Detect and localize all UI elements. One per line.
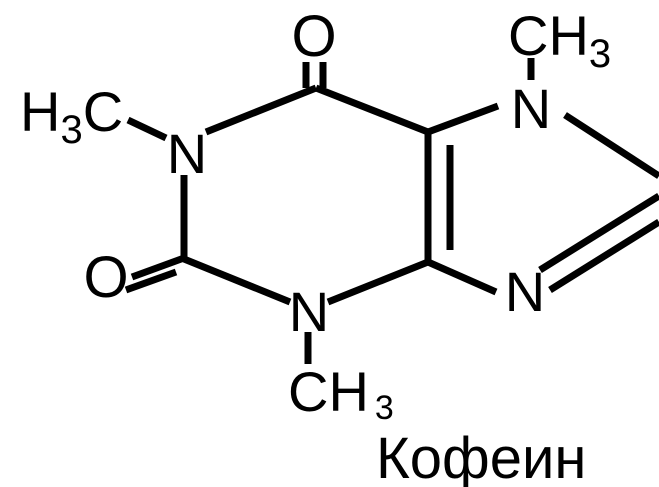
methyl-bottom-ch: CH <box>288 360 369 423</box>
bond-n9-c8-b <box>548 219 659 293</box>
bond-c5-n7 <box>426 102 500 136</box>
atom-o-top: O <box>291 4 336 69</box>
methyl-bottom-subscript: 3 <box>375 389 394 427</box>
molecule-caption: Кофеин <box>376 426 586 487</box>
atom-o-left: O <box>83 245 128 310</box>
methyl-left-subscript: 3 <box>60 108 82 152</box>
bond-c6-c5 <box>314 84 430 136</box>
bond-n3-c4 <box>326 258 430 306</box>
bond-c2-o-b <box>124 268 178 294</box>
atom-n9: N <box>505 260 545 323</box>
atom-n3: N <box>289 280 329 343</box>
methyl-left-c: C <box>83 80 123 143</box>
bond-c4-n9 <box>426 258 498 296</box>
bond-c2-o-a <box>130 254 186 281</box>
methyl-left-label: H3C <box>20 80 123 152</box>
methyl-left-h: H <box>20 80 60 143</box>
methyl-top-label: CH3 <box>508 4 611 76</box>
bond-n7-c8 <box>563 112 659 179</box>
atom-n7: N <box>511 77 551 140</box>
bond-group <box>124 58 659 364</box>
bond-n1-methyl-left <box>126 116 168 142</box>
methyl-top-subscript: 3 <box>589 32 611 76</box>
methyl-top-ch: CH <box>508 4 589 67</box>
bond-c6-n1 <box>204 84 318 136</box>
atom-n1: N <box>167 122 207 185</box>
bond-n9-c8-a <box>538 193 659 273</box>
bond-c2-n3 <box>182 255 292 306</box>
